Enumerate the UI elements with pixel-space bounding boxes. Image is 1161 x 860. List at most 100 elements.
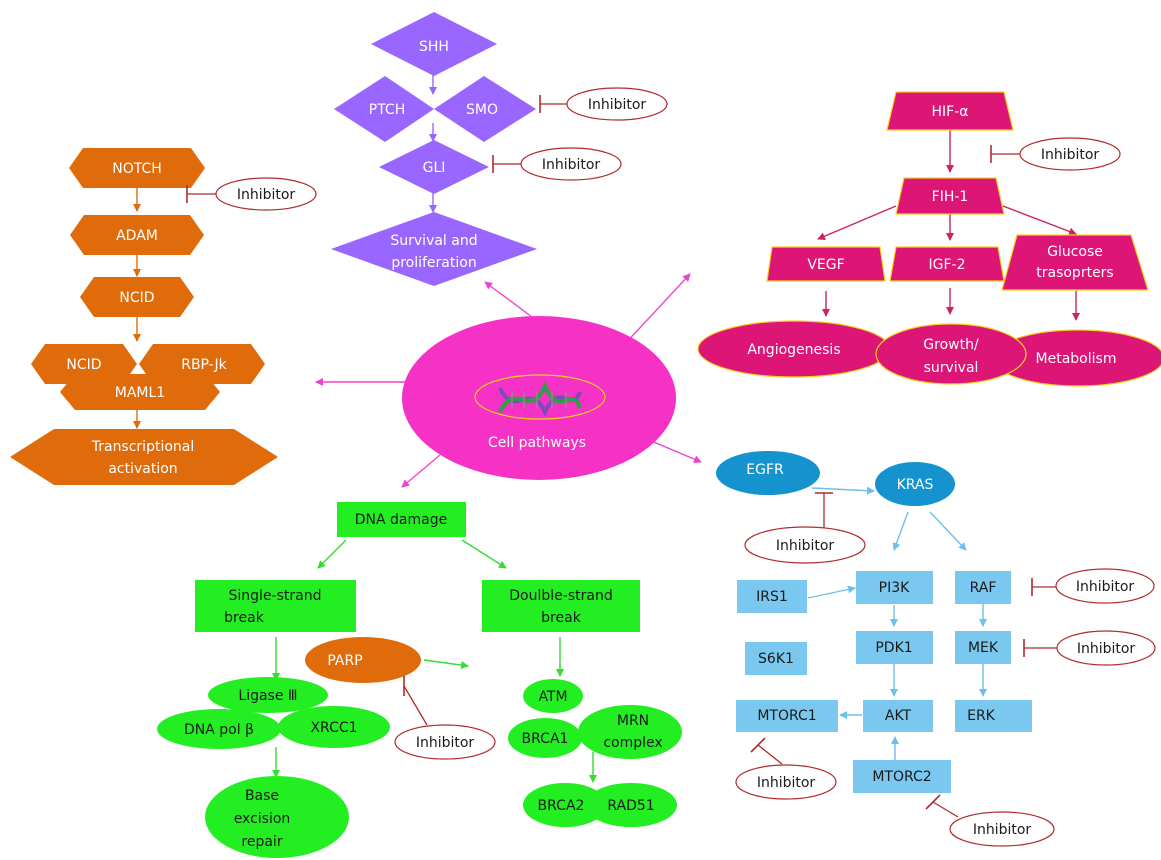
irs1-node [737, 580, 807, 613]
inhibitor-label-mtorc2: Inhibitor [973, 822, 1032, 838]
raf-label: RAF [970, 580, 997, 596]
inhibitor-label-raf: Inhibitor [1076, 579, 1135, 595]
base-excision-repair-label-3: repair [241, 834, 282, 850]
dna-damage-node [337, 502, 466, 537]
transcriptional-activation-label-2: activation [108, 461, 177, 477]
vegf-label: VEGF [807, 257, 844, 273]
ncid-label-2: NCID [66, 357, 101, 373]
s6k1-node [745, 642, 807, 675]
shh-node [371, 12, 497, 76]
inhibitor-oval-gli [520, 147, 622, 181]
ncid-label-1: NCID [119, 290, 154, 306]
dna-pol-beta-label: DNA pol β [184, 722, 254, 738]
fih1-label: FIH-1 [932, 189, 969, 205]
survival-proliferation-label-2: proliferation [391, 255, 476, 271]
dna-damage-label: DNA damage [355, 512, 447, 528]
inhibitor-oval-hif [1019, 137, 1121, 171]
double-strand-break-node [482, 580, 640, 632]
arrow-damage-to-single [317, 539, 347, 569]
inhibitor-label-hif: Inhibitor [1041, 147, 1100, 163]
rad51-node [585, 783, 677, 827]
dna-pol-beta-node [157, 709, 281, 749]
transcriptional-activation-node [10, 429, 278, 485]
igf2-label: IGF-2 [929, 257, 966, 273]
base-excision-repair-node [205, 776, 349, 858]
inhibitor-line-mtorc1 [757, 744, 783, 765]
mtorc2-label: MTORC2 [872, 769, 931, 785]
mek-node [955, 631, 1011, 664]
hedgehog-pathway: SHH PTCH SMO GLI Survival and proliferat… [331, 12, 668, 286]
notch-label: NOTCH [112, 161, 162, 177]
mrn-complex-label-2: complex [603, 735, 662, 751]
maml1-label: MAML1 [115, 385, 165, 401]
adam-node [70, 215, 204, 255]
single-strand-break-label-2: break [224, 610, 265, 626]
brca1-label: BRCA1 [522, 731, 569, 747]
dna-damage-pathway: DNA damage Single-strand break Doulble-s… [157, 502, 682, 858]
inhibitor-oval-notch [215, 177, 317, 211]
parp-node [305, 637, 421, 683]
mrn-complex-label-1: MRN [617, 713, 649, 729]
metabolism-label: Metabolism [1036, 351, 1117, 367]
base-excision-repair-label-2: excision [234, 811, 291, 827]
erk-node [955, 700, 1032, 732]
mrn-complex-node [578, 705, 682, 759]
egfr-node [716, 451, 820, 495]
inhibitor-bar-mtorc2 [925, 794, 941, 810]
double-strand-break-label-1: Doulble-strand [509, 588, 612, 604]
survival-proliferation-node [331, 212, 537, 286]
arrow-kras-to-raf [929, 511, 967, 551]
irs1-label: IRS1 [756, 589, 788, 605]
s6k1-label: S6K1 [758, 651, 794, 667]
double-strand-break-label-2: break [541, 610, 582, 626]
inhibitor-label-notch: Inhibitor [237, 187, 296, 203]
brca2-label: BRCA2 [538, 798, 585, 814]
kras-node [875, 462, 955, 506]
inhibitor-oval-mtorc1 [735, 764, 837, 800]
inhibitor-oval-mek [1056, 630, 1156, 666]
inhibitor-label-mtorc1: Inhibitor [757, 775, 816, 791]
akt-label: AKT [885, 708, 912, 724]
arrow-egfr-to-kras [811, 486, 875, 495]
angiogenesis-label: Angiogenesis [747, 342, 840, 358]
growth-survival-node [875, 323, 1027, 385]
inhibitor-label-gli: Inhibitor [542, 157, 601, 173]
single-strand-break-node [195, 580, 356, 632]
adam-label: ADAM [116, 228, 158, 244]
vegf-node [766, 246, 886, 282]
inhibitor-bar-mtorc1 [750, 737, 766, 753]
gli-label: GLI [423, 160, 446, 176]
mtorc2-node [853, 760, 951, 793]
erk-label: ERK [967, 708, 996, 724]
akt-node [863, 700, 933, 732]
fih1-node [895, 177, 1005, 215]
notch-pathway: NOTCH ADAM NCID NCID RBP-Jk MAML1 Transc… [10, 148, 317, 485]
arrow-center-to-kras [648, 439, 702, 463]
kras-pathway: EGFR KRAS IRS1 PI3K RAF S6K1 PDK1 MEK MT… [716, 451, 1156, 847]
ptch-label: PTCH [369, 102, 405, 118]
glucose-transporters-node [1001, 234, 1149, 291]
kras-label: KRAS [897, 477, 934, 493]
dna-helix-icon [498, 381, 582, 417]
atm-label: ATM [538, 689, 567, 705]
ligase-iii-label: Ligase Ⅲ [238, 688, 297, 704]
smo-label: SMO [466, 102, 498, 118]
brca2-node [523, 783, 607, 827]
inhibitor-oval-mtorc2 [949, 811, 1055, 847]
inhibitor-label-egfr: Inhibitor [776, 538, 835, 554]
brca1-node [508, 718, 582, 758]
arrow-kras-to-pi3k [892, 511, 909, 551]
arrow-fih1-to-vegf [817, 205, 897, 240]
inhibitor-label-smo: Inhibitor [588, 97, 647, 113]
base-excision-repair-label-1: Base [245, 788, 279, 804]
parp-label: PARP [327, 653, 362, 669]
arrow-fih1-to-glucose [1002, 205, 1077, 236]
pdk1-node [856, 631, 933, 664]
arrow-damage-to-double [461, 539, 507, 569]
atm-node [523, 679, 583, 713]
arrow-parp-to-double [423, 659, 469, 670]
single-strand-break-label-1: Single-strand [229, 588, 322, 604]
rad51-label: RAD51 [607, 798, 654, 814]
rbpjk-label: RBP-Jk [181, 357, 227, 373]
smo-node [434, 76, 536, 142]
